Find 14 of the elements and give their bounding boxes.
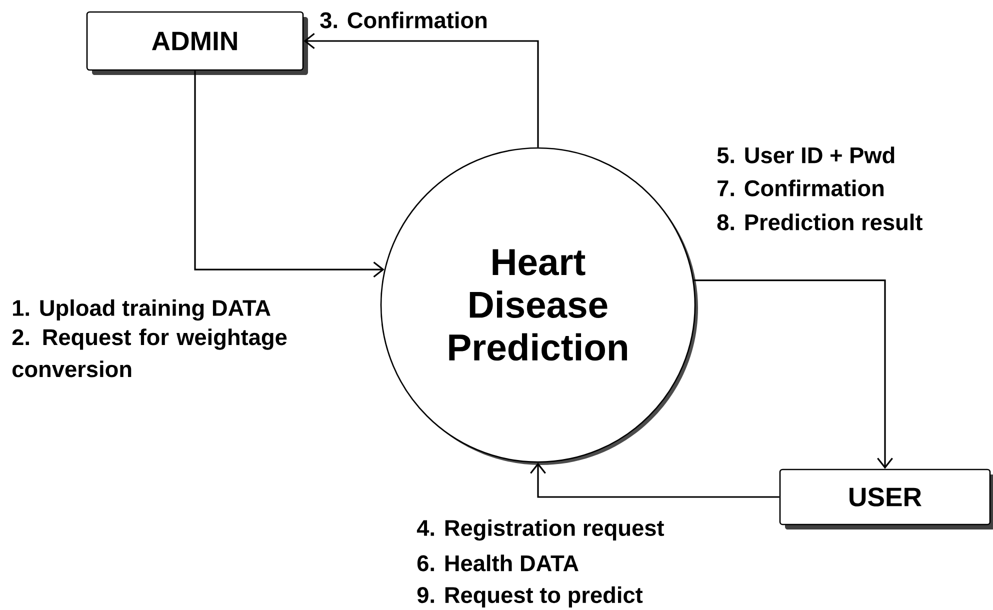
flow-label: 6. Health DATA xyxy=(417,554,578,572)
flow-label: 9. Request to predict xyxy=(417,586,643,608)
flow-label: 2. Request for weightage conversion xyxy=(12,328,287,378)
edge-label: 3. Confirmation xyxy=(318,10,490,30)
flow-label: 5. User ID + Pwd xyxy=(717,146,894,164)
arrow xyxy=(530,462,780,498)
arrow xyxy=(194,70,384,278)
entity-box: USER xyxy=(779,468,993,530)
entity-box: ADMIN xyxy=(86,11,308,75)
edge-label: 1. Upload training DATA xyxy=(10,298,272,322)
arrow xyxy=(694,280,893,469)
edge-label: 4. Registration request xyxy=(415,518,666,542)
edge-label: 8. Prediction result xyxy=(715,212,924,232)
arrow xyxy=(304,33,539,148)
